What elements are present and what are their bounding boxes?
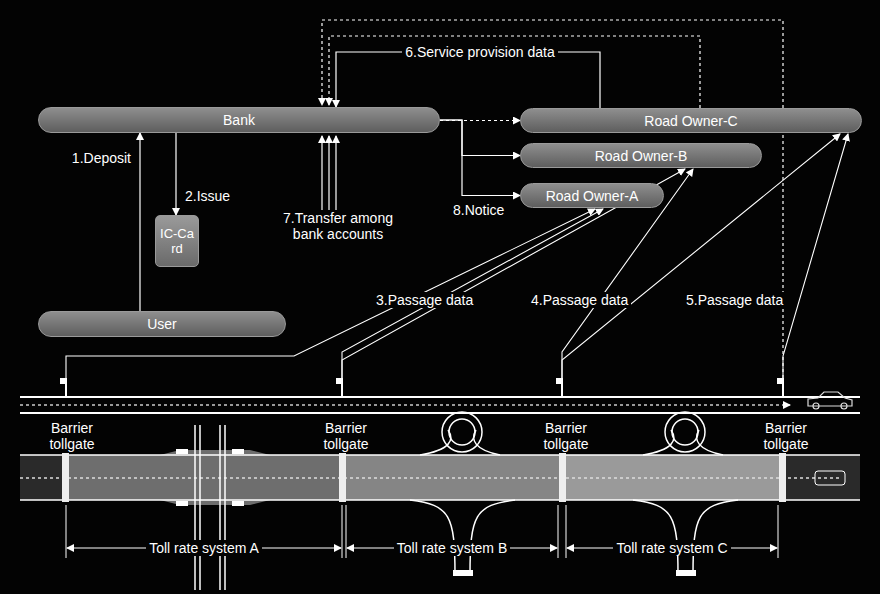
node-text: Road Owner-C [644, 113, 737, 129]
road-owner-box: Road Owner-B [520, 143, 762, 168]
dimension-label: Toll rate system A [146, 540, 262, 556]
transfer-arrows [322, 136, 336, 210]
node-text: User [147, 316, 177, 332]
connector [440, 120, 520, 196]
node-text: Road Owner-B [595, 148, 688, 164]
tollgate-label: Barrier tollgate [532, 420, 600, 452]
edge-label: 2.Issue [182, 188, 233, 204]
car-icon [808, 392, 852, 409]
bank-box: Bank [38, 107, 440, 133]
dimension-label: Toll rate system C [613, 540, 730, 556]
user-box: User [38, 311, 286, 337]
passage-data-lines [66, 134, 848, 378]
dimension-label: Toll rate system B [394, 540, 510, 556]
edge-label: 8.Notice [450, 202, 507, 218]
connector [336, 52, 600, 108]
road-owner-box: Road Owner-C [520, 108, 862, 133]
connector [139, 133, 140, 311]
flow-label: 3.Passage data [373, 292, 476, 308]
service-lines [322, 20, 783, 378]
node-text: IC-Card [156, 224, 198, 258]
tollgate-label: Barrier tollgate [38, 420, 106, 452]
node-text: Bank [223, 112, 255, 128]
road-schematic [20, 378, 860, 413]
tollgate-label: Barrier tollgate [312, 420, 380, 452]
node-text: Road Owner-A [546, 188, 639, 204]
ic-card: IC-Card [155, 215, 199, 267]
flow-label: 5.Passage data [683, 292, 786, 308]
road-owner-box: Road Owner-A [520, 183, 664, 208]
connector [440, 120, 520, 156]
edge-label: 6.Service provision data [402, 44, 557, 60]
road-plan [20, 412, 860, 590]
connector [175, 133, 176, 215]
flow-label: 7.Transfer among bank accounts [270, 210, 406, 242]
flow-label: 4.Passage data [528, 292, 631, 308]
edge-label: 1.Deposit [69, 150, 134, 166]
tollgate-label: Barrier tollgate [752, 420, 820, 452]
